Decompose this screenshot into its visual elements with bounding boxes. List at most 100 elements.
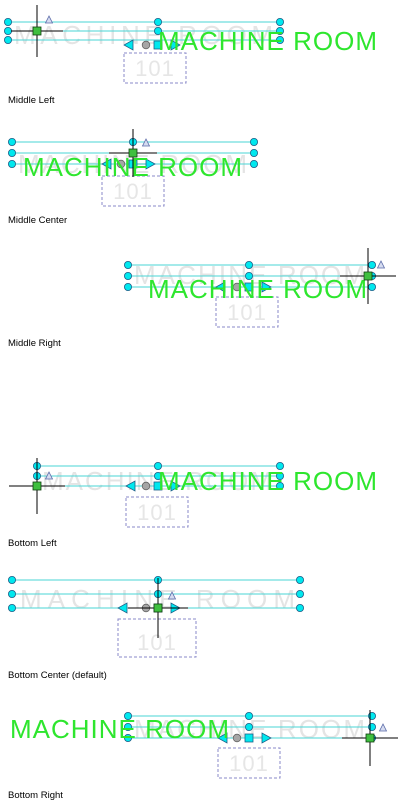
room-number-text: 101 bbox=[137, 500, 177, 525]
grip-handle bbox=[153, 17, 162, 26]
grip-handle bbox=[7, 604, 16, 613]
grip-handle bbox=[275, 26, 284, 35]
grip-handle bbox=[7, 590, 16, 599]
room-number-text: 101 bbox=[113, 179, 153, 204]
room-number-text: 101 bbox=[227, 300, 267, 325]
grip-handle bbox=[153, 26, 162, 35]
tag-text: MACHINE ROOM bbox=[158, 466, 378, 496]
grip-handle-square bbox=[244, 282, 254, 292]
arrow-right-grip bbox=[145, 158, 156, 170]
grip-handle bbox=[7, 137, 16, 146]
tag-text: MACHINE ROOM bbox=[158, 26, 378, 56]
grip-handle bbox=[367, 723, 376, 732]
arrow-left-grip bbox=[217, 732, 228, 744]
panel-caption: Bottom Center (default) bbox=[8, 670, 107, 681]
attachment-triangle-icon bbox=[167, 591, 177, 600]
panel-caption: Middle Center bbox=[8, 215, 67, 226]
arrow-right-grip bbox=[261, 732, 272, 744]
room-number-text: 101 bbox=[135, 56, 175, 81]
arrow-right-grip bbox=[170, 480, 181, 492]
grip-handle bbox=[124, 260, 133, 269]
arrow-left-grip bbox=[117, 602, 128, 614]
justification-panel: MACHINE ROOM 101 MACHINE ROOM Bottom Left bbox=[8, 458, 378, 549]
grip-handle bbox=[249, 159, 258, 168]
room-number-box bbox=[215, 296, 279, 328]
panel-caption: Middle Right bbox=[8, 338, 61, 349]
arrow-right-grip bbox=[170, 39, 181, 51]
grip-handle bbox=[275, 461, 284, 470]
grip-handle bbox=[367, 712, 376, 721]
insertion-point-icon bbox=[365, 733, 375, 743]
grip-handle bbox=[367, 260, 376, 269]
grip-handle-gray bbox=[232, 282, 242, 292]
insertion-point-icon bbox=[32, 481, 42, 491]
room-number-box bbox=[125, 496, 189, 528]
attachment-triangle-icon bbox=[378, 723, 388, 732]
grip-handle bbox=[249, 137, 258, 146]
panel-caption: Middle Left bbox=[8, 95, 55, 106]
grip-handle bbox=[4, 17, 12, 26]
panel-caption: Bottom Left bbox=[8, 538, 57, 549]
grip-handle bbox=[244, 271, 253, 280]
room-number-box bbox=[217, 747, 281, 779]
insertion-point-icon bbox=[128, 148, 138, 158]
arrow-left-grip bbox=[123, 39, 134, 51]
grip-handle bbox=[275, 17, 284, 26]
grip-handle bbox=[124, 712, 133, 721]
grip-handle bbox=[295, 590, 304, 599]
grip-handle bbox=[4, 36, 12, 45]
grip-handle bbox=[295, 576, 304, 585]
room-number-box bbox=[123, 52, 187, 84]
attachment-triangle-icon bbox=[376, 260, 386, 269]
grip-handle bbox=[295, 604, 304, 613]
grip-handle bbox=[153, 471, 162, 480]
room-number-box bbox=[117, 618, 197, 658]
grip-handle-square bbox=[244, 733, 254, 743]
grip-handle bbox=[124, 723, 133, 732]
grip-handle bbox=[249, 148, 258, 157]
grip-handle bbox=[244, 723, 253, 732]
attachment-triangle-icon bbox=[44, 15, 54, 24]
arrow-left-grip bbox=[125, 480, 136, 492]
grip-handle bbox=[275, 471, 284, 480]
attachment-triangle-icon bbox=[44, 471, 54, 480]
grip-handle bbox=[7, 576, 16, 585]
tag-text: MACHINE ROOM bbox=[148, 274, 368, 304]
grip-handle bbox=[4, 26, 12, 35]
grip-handle-gray bbox=[116, 159, 126, 169]
insertion-point-icon bbox=[363, 271, 373, 281]
grip-handle-gray bbox=[141, 481, 151, 491]
grip-handle bbox=[124, 282, 133, 291]
room-number-text: 101 bbox=[229, 751, 269, 776]
insertion-point-icon bbox=[153, 603, 163, 613]
grip-handle-gray bbox=[232, 733, 242, 743]
panel-caption: Bottom Right bbox=[8, 790, 63, 801]
attachment-triangle-icon bbox=[141, 138, 151, 147]
grip-handle bbox=[7, 148, 16, 157]
grip-handle bbox=[153, 461, 162, 470]
grip-handle-square bbox=[153, 40, 163, 50]
grip-handle bbox=[7, 159, 16, 168]
arrow-left-grip bbox=[215, 281, 226, 293]
grip-handle bbox=[367, 282, 376, 291]
grip-handle-square bbox=[153, 481, 163, 491]
arrow-right-grip bbox=[261, 281, 272, 293]
grip-handle bbox=[275, 36, 284, 45]
ghost-tag-text: MACHINE ROOM bbox=[42, 466, 273, 496]
room-number-text: 101 bbox=[137, 630, 177, 655]
grip-handle-gray bbox=[141, 40, 151, 50]
insertion-point-icon bbox=[32, 26, 42, 36]
grip-handle bbox=[244, 712, 253, 721]
grip-handle bbox=[244, 260, 253, 269]
arrow-left-grip bbox=[101, 158, 112, 170]
tag-text: MACHINE ROOM bbox=[10, 714, 230, 744]
grip-handle bbox=[275, 481, 284, 490]
grip-handle bbox=[124, 734, 133, 743]
grip-handle bbox=[124, 271, 133, 280]
